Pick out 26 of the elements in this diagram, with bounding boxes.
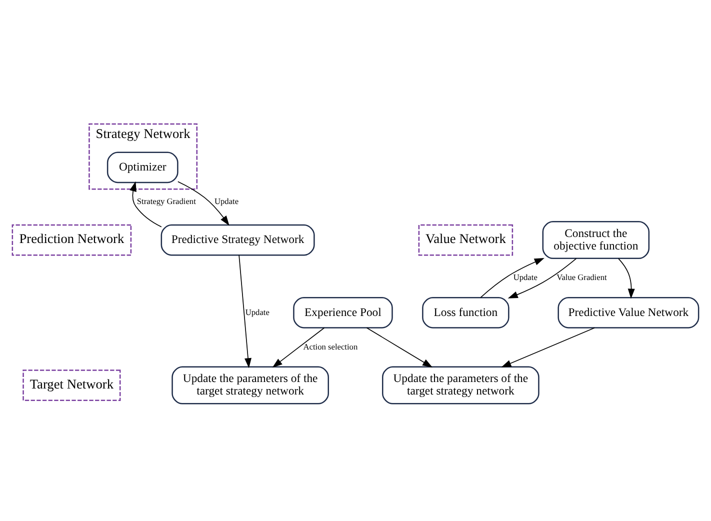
arrow: [618, 258, 635, 299]
edge-label: Strategy Gradient: [136, 197, 196, 206]
node-box: Loss function: [422, 297, 510, 328]
arrow: [272, 327, 325, 368]
edge-label: Value Gradient: [556, 273, 607, 282]
arrow: [130, 181, 162, 228]
edge-label: Update: [513, 273, 538, 282]
node-box: Update the parameters of the target strategy network: [172, 366, 329, 404]
node-box: Prediction Network: [12, 224, 132, 256]
node-box: Update the parameters of the target strategy network: [382, 366, 540, 404]
node-box: Value Network: [418, 224, 514, 256]
edge-label: Update: [214, 197, 239, 206]
edge-label: Action selection: [303, 342, 358, 352]
node-box: Experience Pool: [293, 297, 393, 328]
edge-label: Update: [245, 308, 270, 317]
node-box: Predictive Strategy Network: [160, 224, 315, 256]
arrow: [178, 181, 230, 226]
node-box: Target Network: [22, 370, 121, 401]
arrow: [508, 258, 577, 298]
arrow: [366, 327, 433, 368]
arrow: [480, 258, 544, 298]
node-box: Construct the objective function: [542, 221, 650, 260]
arrow: [501, 327, 595, 368]
arrow: [238, 254, 252, 368]
node-box: Optimizer: [106, 152, 178, 184]
node-box: Predictive Value Network: [558, 297, 700, 328]
